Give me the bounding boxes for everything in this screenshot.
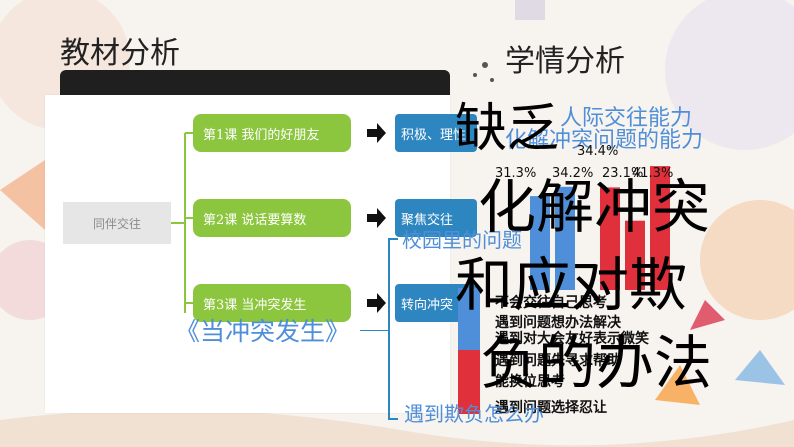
overlay-line-2: 化解冲突 <box>478 173 711 241</box>
legend-swatch <box>458 308 480 330</box>
chart-bar <box>555 186 575 290</box>
callout-book-title: 《当冲突发生》 <box>175 317 351 346</box>
lesson-3[interactable]: 第3课 当冲突发生 <box>193 284 351 322</box>
data-label: 34.4% <box>577 144 619 159</box>
goal-2: 聚焦交往 <box>395 199 477 237</box>
callout-frame <box>388 238 398 420</box>
lesson-1[interactable]: 第1课 我们的好朋友 <box>193 114 351 152</box>
chart-bar <box>600 187 620 290</box>
title-student-analysis: 学情分析 <box>505 44 625 79</box>
legend-entry: 遇到问题选择忍让 <box>495 400 607 416</box>
title-textbook-analysis: 教材分析 <box>60 36 180 71</box>
chart-subtitle: 化解冲突问题的能力 <box>505 128 704 153</box>
legend-swatch <box>458 330 480 352</box>
callout-campus: 校园里的问题 <box>402 228 522 252</box>
goal-1: 积极、理性 <box>395 114 477 152</box>
legend-entry: 遇到问题想办法解决 <box>495 315 621 331</box>
chart-bar <box>625 220 645 290</box>
data-label: 34.2% <box>552 166 594 181</box>
lesson-2[interactable]: 第2课 说话要算数 <box>193 199 351 237</box>
legend-entry: 能换位思考 <box>495 374 565 390</box>
legend-swatch <box>458 392 480 414</box>
legend-entry: 遇到问题先寻求帮助 <box>495 353 621 369</box>
arrow-right-icon <box>367 208 386 228</box>
legend-entry: 不会交往自己思考 <box>495 295 607 311</box>
legend-swatch <box>458 372 480 394</box>
legend-entry: 遇到对大会友好表示微笑 <box>495 331 649 347</box>
chart-title: 人际交往能力 <box>560 106 693 131</box>
arrow-right-icon <box>367 123 386 143</box>
mindmap-root: 同伴交往 <box>63 202 171 244</box>
overlay-line-4: 负的办法 <box>480 329 713 397</box>
legend-swatch <box>458 350 480 372</box>
overlay-line-1: 缺乏 <box>455 99 560 159</box>
legend-swatch <box>458 288 480 310</box>
chart-bar <box>530 196 550 290</box>
chart-bar <box>650 166 670 290</box>
data-label: 23.1% <box>602 166 644 181</box>
data-label: 41.3% <box>632 166 674 181</box>
callout-bullying: 遇到欺负怎么办 <box>404 402 544 426</box>
callout-line <box>360 330 390 331</box>
arrow-right-icon <box>367 293 386 313</box>
data-label: 31.3% <box>495 166 537 181</box>
overlay-line-3: 和应对欺 <box>455 251 688 319</box>
